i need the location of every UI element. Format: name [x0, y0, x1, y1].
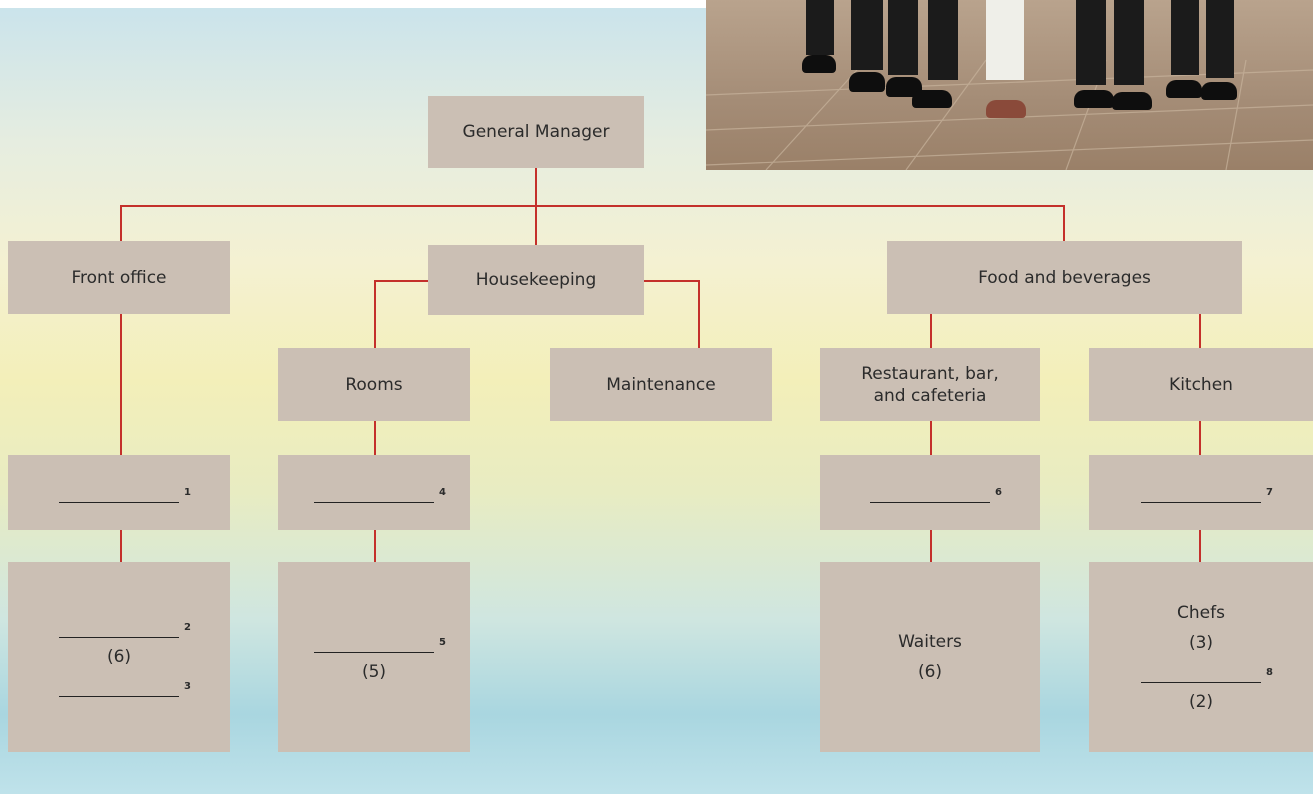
node-blank-7: 7	[1089, 455, 1313, 530]
shoe	[1074, 90, 1114, 108]
blank-number-6: 6	[995, 487, 1002, 498]
connector-fo-down	[120, 314, 122, 455]
node-general-manager: General Manager	[428, 96, 644, 168]
kitchen-staff-count: (2)	[1188, 691, 1214, 712]
shoe	[1166, 80, 1202, 98]
connector-hk-left	[374, 280, 429, 282]
connector-hk-right	[644, 280, 700, 282]
blank-number-7: 7	[1266, 487, 1273, 498]
answer-blank-2: 2	[59, 617, 191, 638]
leg	[986, 0, 1024, 80]
rooms-count: (5)	[361, 661, 387, 682]
shoe	[802, 55, 836, 73]
leg	[851, 0, 883, 70]
node-chefs: Chefs (3) 8 (2)	[1089, 562, 1313, 752]
answer-blank-7: 7	[1141, 482, 1273, 503]
answer-blank-6: 6	[870, 482, 1002, 503]
node-blank-6: 6	[820, 455, 1040, 530]
node-waiters: Waiters (6)	[820, 562, 1040, 752]
restaurant-label-line1: Restaurant, bar,	[861, 363, 999, 384]
node-front-office-staff: 2 (6) 3	[8, 562, 230, 752]
housekeeping-label: Housekeeping	[475, 270, 597, 290]
blank-number-5: 5	[439, 636, 446, 648]
waiters-count: (6)	[917, 662, 943, 682]
connector-front-office	[120, 205, 122, 241]
restaurant-label-line2: and cafeteria	[873, 385, 987, 406]
staff-photo	[706, 0, 1313, 170]
node-front-office: Front office	[8, 241, 230, 314]
shoe	[912, 90, 952, 108]
leg	[1171, 0, 1199, 75]
answer-blank-5: 5	[314, 632, 446, 653]
front-office-label: Front office	[71, 267, 167, 288]
node-blank-1: 1	[8, 455, 230, 530]
node-maintenance: Maintenance	[550, 348, 772, 421]
shoe	[1112, 92, 1152, 110]
kitchen-label: Kitchen	[1169, 374, 1233, 395]
shoe	[849, 72, 885, 92]
chefs-label: Chefs	[1177, 602, 1225, 623]
blank-number-8: 8	[1266, 666, 1273, 678]
leg	[1114, 0, 1144, 85]
waiters-label: Waiters	[898, 632, 962, 652]
connector-fb-kitchen	[1199, 314, 1201, 348]
answer-blank-1: 1	[59, 482, 191, 503]
answer-blank-8: 8	[1141, 662, 1273, 683]
connector-fb-restaurant	[930, 314, 932, 348]
leg	[806, 0, 834, 55]
leg	[928, 0, 958, 80]
connector-restaurant-lower	[930, 530, 932, 562]
connector-fo-lower	[120, 530, 122, 562]
leg	[888, 0, 918, 75]
general-manager-label: General Manager	[462, 122, 610, 142]
leg	[1076, 0, 1106, 85]
chefs-count: (3)	[1188, 632, 1214, 653]
node-housekeeping: Housekeeping	[428, 245, 644, 315]
blank-number-1: 1	[184, 487, 191, 498]
connector-kitchen-down	[1199, 421, 1201, 455]
front-office-count: (6)	[106, 647, 132, 667]
connector-rooms-down	[374, 421, 376, 455]
node-food-beverages: Food and beverages	[887, 241, 1242, 314]
connector-hk-left-down	[374, 280, 376, 348]
sandal	[986, 100, 1026, 118]
connector-top-horizontal	[120, 205, 1065, 207]
connector-gm-down	[535, 168, 537, 206]
blank-number-3: 3	[184, 681, 191, 692]
connector-rooms-lower	[374, 530, 376, 562]
blank-number-4: 4	[439, 487, 446, 498]
rooms-label: Rooms	[345, 374, 403, 395]
page-top-border	[0, 0, 1313, 8]
connector-kitchen-lower	[1199, 530, 1201, 562]
food-beverages-label: Food and beverages	[978, 267, 1151, 288]
node-blank-4: 4	[278, 455, 470, 530]
node-restaurant: Restaurant, bar, and cafeteria	[820, 348, 1040, 421]
connector-housekeeping	[535, 205, 537, 245]
leg	[1206, 0, 1234, 78]
connector-restaurant-down	[930, 421, 932, 455]
answer-blank-3: 3	[59, 676, 191, 697]
connector-food-beverages	[1063, 205, 1065, 241]
connector-hk-right-down	[698, 280, 700, 348]
node-rooms: Rooms	[278, 348, 470, 421]
maintenance-label: Maintenance	[606, 374, 716, 395]
node-kitchen: Kitchen	[1089, 348, 1313, 421]
node-rooms-staff: 5 (5)	[278, 562, 470, 752]
answer-blank-4: 4	[314, 482, 446, 503]
blank-number-2: 2	[184, 622, 191, 633]
shoe	[886, 77, 922, 97]
shoe	[1201, 82, 1237, 100]
